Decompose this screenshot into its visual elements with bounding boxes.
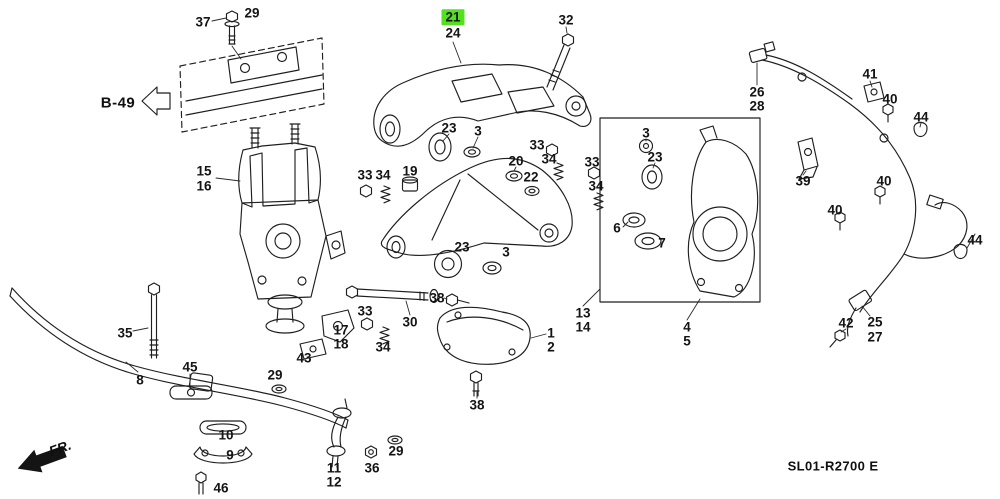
part-callout-19: 19 (402, 163, 418, 179)
stabilizer-link-art (326, 398, 403, 468)
part-callout-38: 38 (469, 397, 485, 413)
part-callout-23: 23 (647, 149, 663, 165)
part-callout-27: 27 (867, 329, 883, 345)
pinch-bolt-art (147, 282, 161, 359)
part-callout-7: 7 (658, 235, 666, 251)
part-callout-40: 40 (882, 91, 898, 107)
b49-arrow-icon (141, 86, 171, 116)
part-callout-33: 33 (357, 303, 373, 319)
knuckle-box-art (599, 117, 761, 303)
part-callout-3: 3 (502, 244, 510, 260)
part-callout-3: 3 (474, 123, 482, 139)
part-callout-40: 40 (876, 173, 892, 189)
part-callout-29: 29 (267, 367, 283, 383)
part-callout-37: 37 (195, 14, 211, 30)
part-callout-24: 24 (445, 25, 461, 41)
part-callout-35: 35 (117, 325, 133, 341)
part-callout-1: 1 (547, 325, 555, 341)
part-callout-43: 43 (296, 350, 312, 366)
part-callout-12: 12 (326, 474, 342, 490)
part-callout-29: 29 (244, 5, 260, 21)
part-callout-41: 41 (862, 66, 878, 82)
part-callout-13: 13 (575, 305, 591, 321)
part-callout-32: 32 (558, 12, 574, 28)
part-callout-14: 14 (575, 319, 591, 335)
part-callout-34: 34 (375, 167, 391, 183)
part-callout-29: 29 (388, 443, 404, 459)
part-callout-11: 11 (326, 460, 342, 476)
part-callout-20: 20 (508, 153, 524, 169)
abs-harness-art (748, 41, 968, 348)
part-callout-30: 30 (402, 314, 418, 330)
part-callout-26: 26 (749, 84, 765, 100)
part-callout-6: 6 (613, 220, 621, 236)
part-callout-2: 2 (547, 339, 555, 355)
upper-arm-art (359, 33, 604, 211)
part-callout-10: 10 (218, 427, 234, 443)
part-callout-38: 38 (429, 290, 445, 306)
diagram-code: SL01-R2700 E (787, 458, 879, 474)
radius-rod-art (345, 249, 502, 345)
part-callout-17: 17 (333, 322, 349, 338)
part-callout-23: 23 (454, 239, 470, 255)
mount-bolt-art (224, 10, 240, 45)
part-callout-39: 39 (795, 173, 811, 189)
lower-arm-art (380, 157, 573, 259)
part-callout-34: 34 (588, 178, 604, 194)
part-callout-44: 44 (967, 232, 983, 248)
splash-guard-art (436, 306, 531, 397)
part-callout-45: 45 (182, 359, 198, 375)
lower-bracket-art (271, 309, 355, 394)
part-callout-34: 34 (541, 151, 557, 167)
part-callout-25: 25 (867, 314, 883, 330)
part-callout-34: 34 (375, 339, 391, 355)
fr-arrow-icon (17, 445, 67, 473)
part-callout-16: 16 (196, 178, 212, 194)
bushing-clamp-art (193, 420, 253, 495)
part-callout-44: 44 (913, 109, 929, 125)
part-callout-33: 33 (529, 137, 545, 153)
knuckle-fork-art (238, 123, 346, 334)
part-callout-9: 9 (226, 447, 234, 463)
b49-reference-label: B-49 (100, 94, 136, 112)
part-callout-28: 28 (749, 98, 765, 114)
part-callout-3: 3 (642, 125, 650, 141)
bracket-plate-art (169, 385, 213, 400)
frame-bracket-art (179, 37, 325, 133)
part-callout-33: 33 (357, 167, 373, 183)
part-callout-15: 15 (196, 163, 212, 179)
part-callout-36: 36 (364, 460, 380, 476)
part-callout-22: 22 (523, 169, 539, 185)
part-callout-18: 18 (333, 336, 349, 352)
part-callout-40: 40 (827, 202, 843, 218)
part-callout-33: 33 (584, 154, 600, 170)
leader-lines (125, 17, 976, 399)
part-callout-8: 8 (136, 372, 144, 388)
part-callout-4: 4 (683, 319, 691, 335)
part-callout-46: 46 (213, 480, 229, 496)
part-callout-23: 23 (441, 120, 457, 136)
part-callout-21: 21 (441, 9, 465, 25)
part-callout-42: 42 (838, 315, 854, 331)
part-callout-5: 5 (683, 333, 691, 349)
